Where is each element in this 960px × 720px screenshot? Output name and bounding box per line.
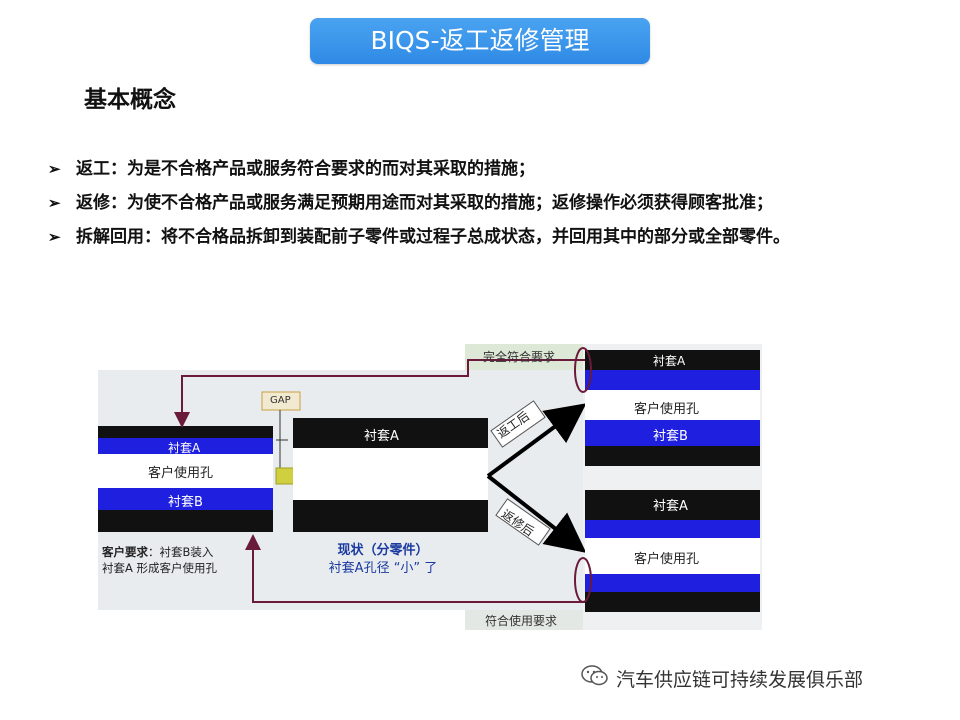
watermark: 汽车供应链可持续发展俱乐部 <box>580 662 863 694</box>
middle-top-black <box>293 418 488 448</box>
concept-list: ➢ 返工：为是不合格产品或服务符合要求的而对其采取的措施； ➢ 返修：为使不合格… <box>48 152 848 254</box>
list-item-text: 拆解回用：将不合格品拆卸到装配前子零件或过程子总成状态，并回用其中的部分或全部零… <box>76 227 790 247</box>
top-result-bushing-b-label: 衬套B <box>653 429 688 444</box>
list-item-text: 返修：为使不合格产品或服务满足预期用途而对其采取的措施；返修操作必须获得顾客批准… <box>76 193 773 213</box>
top-result-hole-label: 客户使用孔 <box>634 402 700 417</box>
top-result-bottom-black <box>585 446 760 466</box>
gap-label: GAP <box>270 395 291 406</box>
rework-diagram: GAP 衬套A 客户使用孔 衬套B 衬套A 客户要求：衬套B装入 衬套A 形成客… <box>98 340 762 630</box>
bottom-result-black <box>585 490 760 520</box>
diagram-graphics <box>98 344 762 630</box>
wechat-icon <box>580 663 610 694</box>
bottom-result-hole-label: 客户使用孔 <box>634 552 700 567</box>
top-result-hole <box>585 390 760 420</box>
left-bushing-a-label: 衬套A <box>168 441 201 455</box>
customer-requirement-text: ：衬套B装入 <box>148 545 214 559</box>
status-text: 衬套A孔径 “小” 了 <box>328 561 438 576</box>
bottom-result-bushing-a <box>585 520 760 538</box>
top-result-bushing-b <box>585 420 760 446</box>
top-tag-bg <box>465 344 585 370</box>
status-note: 现状（分零件） 衬套A孔径 “小” 了 <box>318 542 448 578</box>
list-item-text: 返工：为是不合格产品或服务符合要求的而对其采取的措施； <box>76 159 535 179</box>
gap-box <box>261 391 301 411</box>
bottom-result-hole <box>585 538 760 574</box>
list-item: ➢ 拆解回用：将不合格品拆卸到装配前子零件或过程子总成状态，并回用其中的部分或全… <box>48 220 848 254</box>
bottom-result-bottom-black <box>585 592 760 612</box>
watermark-text: 汽车供应链可持续发展俱乐部 <box>616 668 864 691</box>
customer-requirement-label: 客户要求 <box>102 545 148 559</box>
section-title: 基本概念 <box>84 86 176 113</box>
bottom-feedback-line <box>245 534 585 603</box>
arrow-bullet-icon: ➢ <box>48 194 61 212</box>
top-result-black <box>585 350 760 370</box>
repair-arrow <box>486 474 587 553</box>
left-hole-area <box>98 454 273 488</box>
customer-requirement: 客户要求：衬套B装入 衬套A 形成客户使用孔 <box>102 544 217 576</box>
arrow-bullet-icon: ➢ <box>48 160 61 178</box>
top-result-tag: 完全符合要求 <box>483 350 556 364</box>
left-bushing-b-label: 衬套B <box>168 495 203 510</box>
list-item: ➢ 返工：为是不合格产品或服务符合要求的而对其采取的措施； <box>48 152 848 186</box>
middle-hole-area <box>293 448 488 500</box>
middle-bushing-a-label: 衬套A <box>364 429 399 444</box>
top-result-bushing-a <box>585 370 760 390</box>
left-bushing-a-band <box>98 438 273 454</box>
bottom-result-blue <box>585 574 760 592</box>
middle-bottom-black <box>293 500 488 532</box>
slide-title: BIQS-返工返修管理 <box>310 18 650 64</box>
bottom-result-tag: 符合使用要求 <box>485 614 558 628</box>
status-title: 现状（分零件） <box>337 543 429 558</box>
left-bushing-b-band <box>98 488 273 510</box>
bottom-result-bushing-a-label: 衬套A <box>653 499 688 514</box>
top-feedback-line <box>174 359 585 428</box>
left-top-black <box>98 426 273 438</box>
left-hole-label: 客户使用孔 <box>148 466 214 481</box>
left-bottom-black <box>98 510 273 532</box>
customer-requirement-text2: 衬套A 形成客户使用孔 <box>102 561 218 575</box>
bottom-tag-bg <box>465 610 585 630</box>
rework-arrow <box>486 403 587 478</box>
top-result-bushing-a-label: 衬套A <box>653 354 686 368</box>
list-item: ➢ 返修：为使不合格产品或服务满足预期用途而对其采取的措施；返修操作必须获得顾客… <box>48 186 848 220</box>
arrow-bullet-icon: ➢ <box>48 228 61 246</box>
